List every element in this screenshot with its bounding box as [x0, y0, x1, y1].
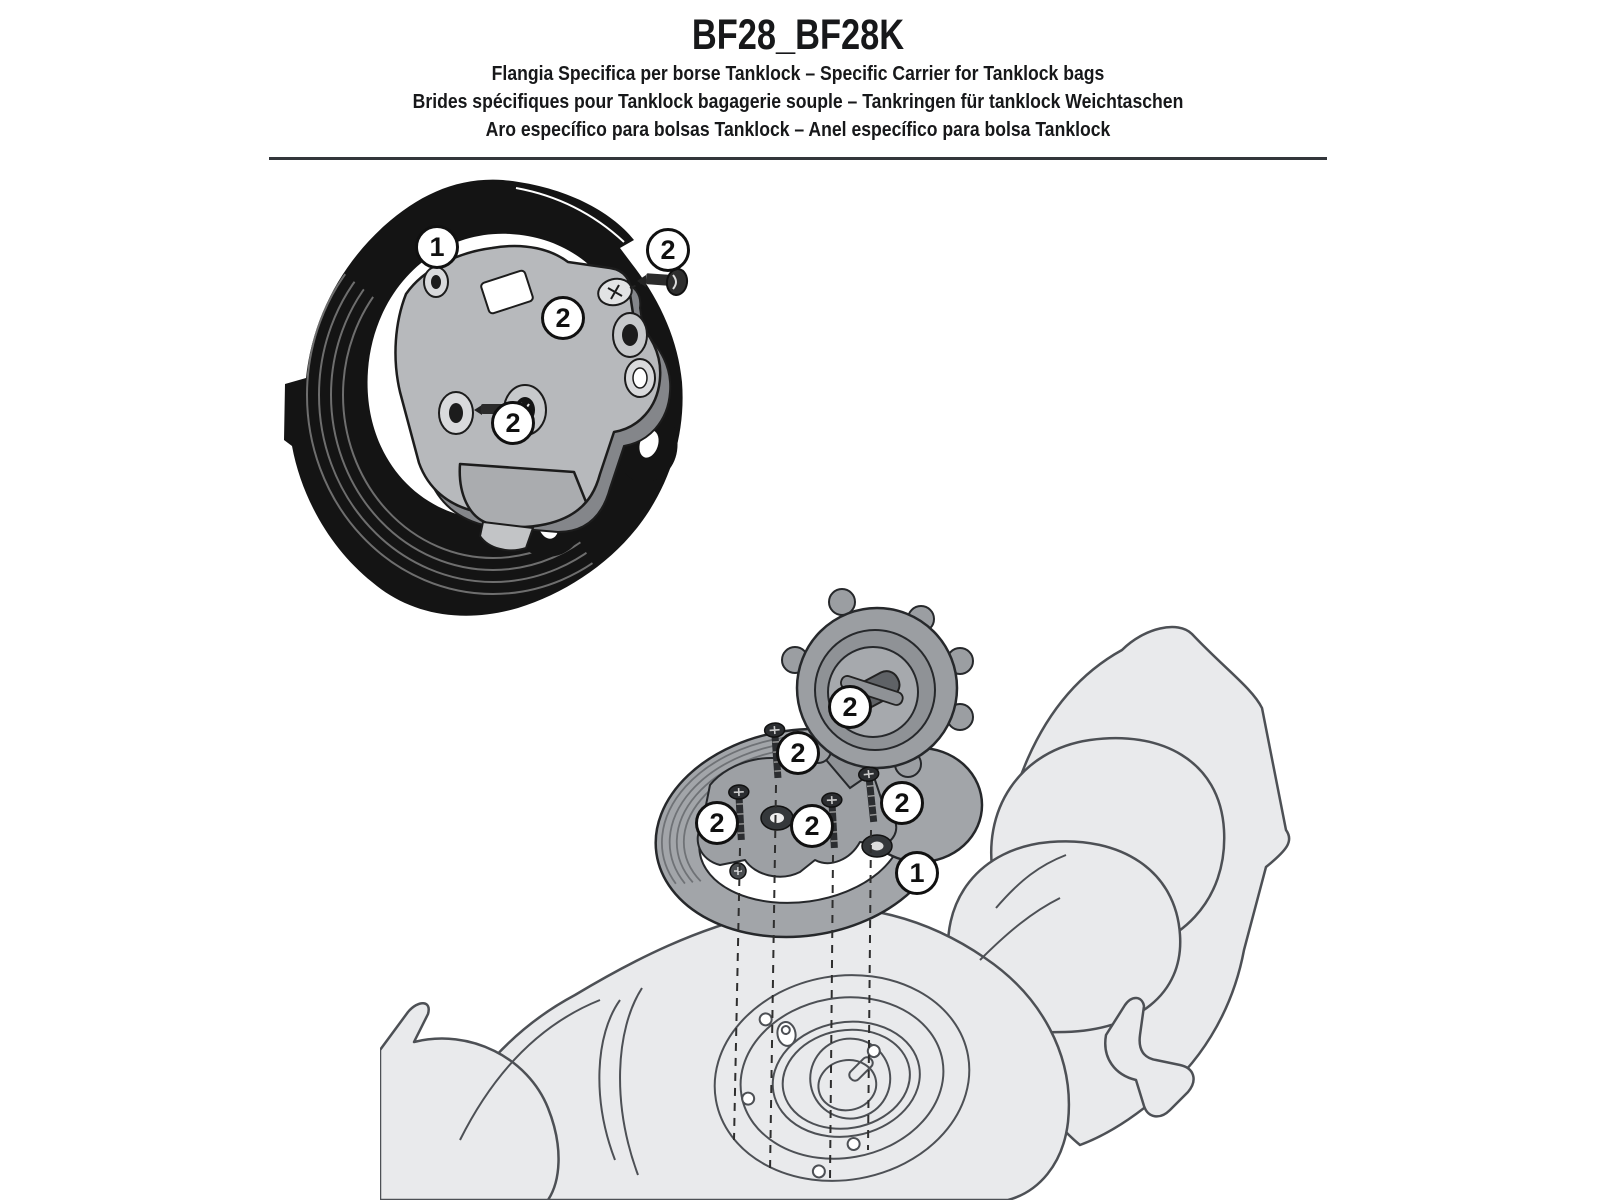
exploded-view-figure: 1 2 2 2 [278, 172, 738, 627]
exploded-view-drawing [284, 179, 689, 616]
flange-assembly [654, 588, 984, 939]
callout-part-1: 1 [415, 225, 459, 269]
subtitle-fr-de: Brides spécifiques pour Tanklock bagager… [412, 91, 1184, 113]
body-detail-lines [459, 854, 1067, 1176]
bracket-foot [478, 520, 535, 552]
front-cowl [380, 1002, 560, 1200]
installation-figure: 2 2 2 2 2 1 [380, 580, 1520, 1200]
subtitle-it-en: Flangia Specifica per borse Tanklock – S… [491, 63, 1105, 85]
fuel-cap [713, 974, 971, 1182]
callout-part-1: 1 [895, 851, 939, 895]
header-divider [269, 157, 1327, 160]
callout-part-2: 2 [776, 731, 820, 775]
side-bracket [1104, 996, 1195, 1118]
bracket-lower-wedge [458, 462, 588, 529]
screw [728, 784, 750, 841]
motorcycle-body [380, 625, 1291, 1200]
callout-part-2: 2 [541, 296, 585, 340]
callout-part-2: 2 [695, 801, 739, 845]
alignment-dashed-lines [733, 784, 872, 1181]
callout-part-2: 2 [790, 804, 834, 848]
page-title: BF28_BF28K [691, 11, 905, 59]
top-right-screw [629, 268, 689, 296]
installation-drawing [380, 588, 1291, 1200]
bracket-slot [480, 269, 534, 315]
callout-part-2: 2 [880, 781, 924, 825]
callout-part-2: 2 [828, 685, 872, 729]
flange-groove-lines [306, 252, 593, 595]
flange-washers [729, 805, 893, 880]
fuel-cap-screws [741, 1012, 881, 1179]
header: BF28_BF28K Flangia Specifica per borse T… [269, 10, 1327, 144]
callout-part-2: 2 [491, 401, 535, 445]
right-mount-washers [597, 277, 656, 398]
ring-edge-highlight [515, 187, 625, 243]
tanklock-cap [781, 588, 974, 778]
subtitle-es-pt: Aro específico para bolsas Tanklock – An… [485, 119, 1111, 141]
bracket-hole-topleft-center [431, 275, 441, 289]
callout-part-2: 2 [646, 228, 690, 272]
adapter-bracket [394, 244, 662, 520]
screw [857, 766, 880, 823]
